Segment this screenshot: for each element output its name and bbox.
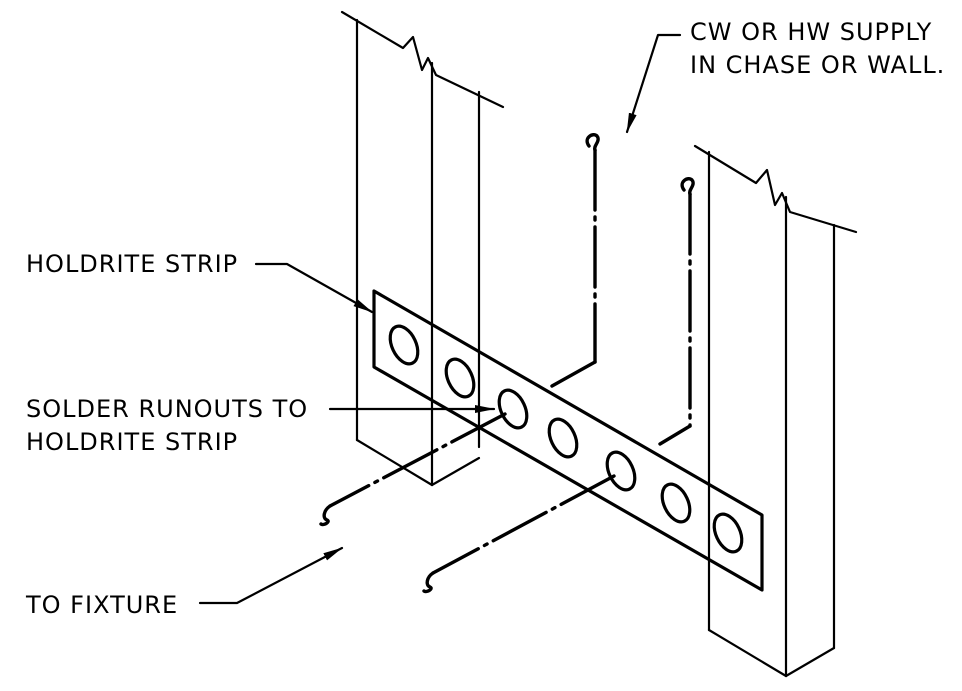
leader-supply	[625, 33, 682, 134]
leader-holdrite	[254, 262, 374, 314]
supply-label-line2: IN CHASE OR WALL.	[690, 51, 945, 79]
supply-label-line1: CW OR HW SUPPLY	[690, 18, 932, 46]
solder-label-line2: HOLDRITE STRIP	[26, 428, 238, 456]
holdrite-strip	[372, 289, 764, 592]
supply-pipe-1	[550, 133, 600, 388]
left-stud	[340, 10, 505, 487]
holdrite-strip-label: HOLDRITE STRIP	[26, 250, 238, 278]
runout-pipe-1	[319, 412, 507, 527]
leader-fixture	[198, 546, 344, 605]
solder-label-line1: SOLDER RUNOUTS TO	[26, 395, 308, 423]
supply-pipe-2	[658, 177, 695, 446]
fixture-label: TO FIXTURE	[25, 591, 178, 619]
right-stud	[693, 144, 858, 678]
runout-pipe-2	[422, 474, 616, 594]
